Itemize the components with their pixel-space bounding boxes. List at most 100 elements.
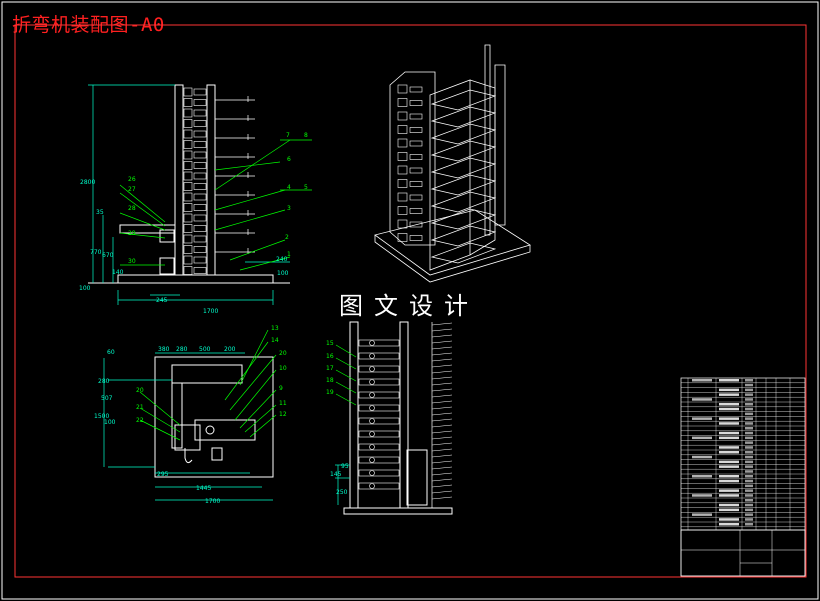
- front-view: 2800 670 770 35 140 100 245 240 100 1700…: [79, 84, 312, 315]
- front-tool-block: [183, 161, 193, 170]
- top-hook: [184, 448, 193, 464]
- balloon-12: 12: [279, 411, 287, 418]
- front-tooling-stack: [183, 87, 255, 275]
- dim-100-left: 100: [79, 285, 91, 292]
- parts-name-cell: [719, 503, 739, 507]
- side-cylinder-end: [369, 379, 375, 385]
- side-teeth: [431, 496, 453, 500]
- front-tool-block: [183, 87, 193, 97]
- parts-qty-cell: [745, 427, 753, 430]
- front-tool-block: [183, 192, 193, 202]
- front-tool-block: [183, 203, 193, 212]
- balloon-17: 17: [326, 365, 334, 372]
- side-teeth: [431, 322, 453, 326]
- side-teeth: [431, 412, 453, 416]
- parts-name-cell: [719, 475, 739, 478]
- side-teeth: [431, 370, 453, 374]
- parts-qty-cell: [745, 388, 753, 392]
- side-left-post: [349, 321, 359, 509]
- side-teeth: [431, 418, 453, 422]
- parts-name-cell: [719, 388, 739, 392]
- front-tool-block: [183, 234, 193, 244]
- balloon-1: 1: [287, 251, 291, 258]
- side-tooling-stack: [358, 322, 453, 508]
- iso-clamp-block: [397, 192, 408, 202]
- side-teeth: [431, 382, 453, 386]
- parts-qty-cell: [745, 465, 753, 468]
- front-tool-slot: [193, 225, 207, 232]
- title-block: [680, 529, 806, 577]
- side-teeth: [431, 328, 453, 332]
- parts-name-cell: [719, 403, 739, 406]
- side-cylinder-end: [369, 457, 375, 463]
- iso-clamp-slot: [409, 154, 423, 160]
- iso-clamp-slot: [409, 194, 423, 201]
- parts-qty-cell: [745, 484, 753, 488]
- parts-qty-cell: [745, 494, 753, 497]
- front-tool-block: [183, 266, 193, 275]
- front-tool-slot: [193, 235, 207, 243]
- iso-clamp-slot: [409, 235, 423, 241]
- iso-clamp-block: [397, 206, 408, 215]
- iso-clamp-block: [397, 165, 408, 175]
- parts-qty-cell: [745, 436, 753, 440]
- iso-clamp-block: [397, 125, 408, 134]
- balloon-3: 3: [287, 205, 291, 212]
- side-cylinder-end: [369, 444, 375, 450]
- top-view: 60 380 280 500 200 280 507 1500 100 295 …: [94, 325, 287, 505]
- front-lower-block: [159, 257, 175, 275]
- parts-qty-cell: [745, 379, 753, 382]
- dim-280: 280: [176, 346, 188, 353]
- parts-qty-cell: [745, 470, 753, 473]
- iso-shelf: [430, 106, 497, 128]
- top-upper-plate: [171, 364, 243, 384]
- parts-name-cell: [719, 479, 739, 483]
- parts-qty-cell: [745, 518, 753, 521]
- parts-name-cell: [719, 494, 739, 497]
- dim-overall-height: 2800: [80, 179, 95, 186]
- iso-clamp-slot: [409, 181, 423, 187]
- dim-1445: 1445: [196, 485, 211, 492]
- parts-qty-cell: [745, 508, 753, 512]
- parts-name-cell: [719, 436, 739, 440]
- dim-295: 295: [157, 471, 169, 478]
- dim-240: 240: [276, 256, 288, 263]
- side-teeth: [431, 430, 453, 434]
- parts-name-cell: [719, 508, 739, 512]
- side-cylinder-end: [369, 418, 375, 424]
- balloon-19: 19: [326, 389, 334, 396]
- side-teeth: [431, 400, 453, 404]
- side-cylinder-end: [369, 483, 375, 489]
- dim-245: 245: [156, 297, 168, 304]
- parts-qty-cell: [745, 417, 753, 420]
- front-tool-slot: [193, 120, 207, 127]
- balloon-27: 27: [128, 186, 136, 193]
- balloon-21: 21: [136, 404, 144, 411]
- side-cylinder: [358, 352, 400, 360]
- dim-100-right: 100: [277, 270, 289, 277]
- side-teeth: [431, 376, 453, 380]
- dim-35: 35: [96, 209, 104, 216]
- front-tool-slot: [193, 246, 207, 253]
- balloon-28: 28: [128, 205, 136, 212]
- front-tool-block: [183, 98, 193, 107]
- side-cylinder-end: [369, 392, 375, 398]
- front-tool-slot: [193, 256, 207, 264]
- side-cylinder: [358, 469, 400, 477]
- dim-250: 250: [336, 489, 348, 496]
- parts-qty-cell: [745, 455, 753, 459]
- front-tool-block: [183, 140, 193, 149]
- side-cylinder: [358, 443, 400, 451]
- dim-front-width: 1700: [203, 308, 218, 315]
- parts-code-cell: [692, 494, 712, 497]
- iso-left-column: [389, 71, 436, 246]
- iso-clamp-block: [397, 179, 408, 188]
- iso-clamp-slot: [409, 127, 423, 133]
- parts-name-cell: [719, 451, 739, 454]
- balloon-10: 10: [279, 365, 287, 372]
- front-tool-block: [183, 150, 193, 160]
- balloon-13: 13: [271, 325, 279, 332]
- balloon-15: 15: [326, 340, 334, 347]
- iso-shelf: [430, 157, 497, 179]
- parts-name-cell: [719, 422, 739, 425]
